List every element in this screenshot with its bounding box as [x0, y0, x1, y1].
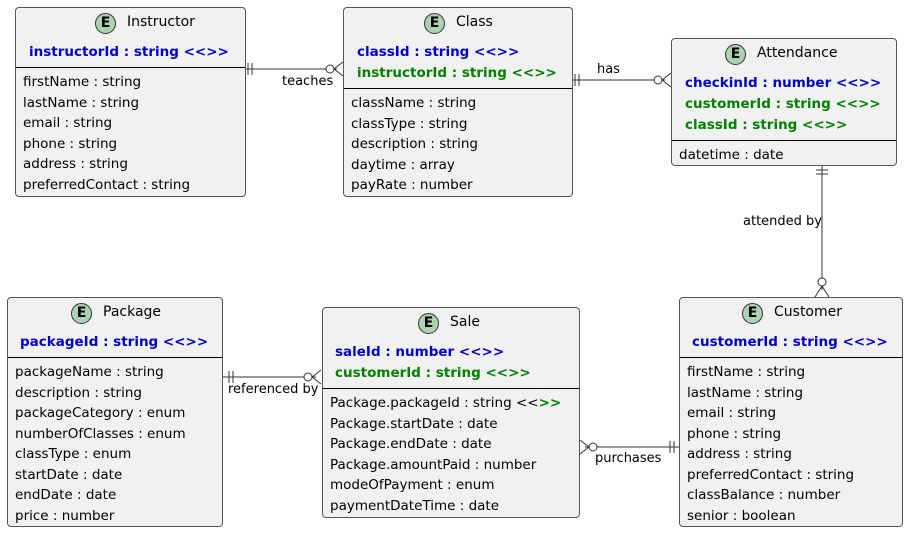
- attribute-list: Package.packageId : string <<>> Package.…: [323, 389, 579, 520]
- attribute: Package.amountPaid : number: [330, 456, 537, 473]
- entity-sale[interactable]: E Sale saleId : number <<>> customerId :…: [322, 307, 580, 518]
- attribute: lastName : string: [23, 94, 140, 111]
- entity-header: E Package: [8, 298, 222, 328]
- primary-key: customerId : string <<>>: [692, 334, 888, 350]
- attribute: packageName : string: [15, 364, 164, 380]
- attribute: lastName : string: [687, 384, 804, 401]
- entity-badge-icon: E: [418, 313, 439, 334]
- foreign-key: classId : string <<>>: [685, 117, 848, 133]
- entity-instructor[interactable]: E Instructor instructorId : string <<>> …: [15, 7, 246, 197]
- entity-header: E Instructor: [16, 8, 245, 38]
- referenced-by-label: referenced by: [228, 382, 319, 397]
- teaches-label: teaches: [282, 74, 334, 89]
- foreign-key: customerId : string <<>>: [685, 96, 881, 112]
- attribute-text: Package.packageId : string <<: [330, 395, 539, 411]
- relation-purchases-connector: [579, 439, 679, 455]
- primary-key: classId : string <<>>: [357, 44, 520, 60]
- relation-teaches-connector: [246, 61, 344, 77]
- key-section: customerId : string <<>>: [680, 328, 902, 358]
- attribute: preferredContact : string: [23, 176, 191, 193]
- stereotype-close: >>: [538, 395, 562, 411]
- entity-attendance[interactable]: E Attendance checkinId : number <<>> cus…: [671, 38, 897, 166]
- entity-name: Package: [103, 304, 162, 320]
- entity-class[interactable]: E Class classId : string <<>> instructor…: [343, 7, 573, 197]
- entity-name: Instructor: [127, 14, 195, 30]
- attribute: email : string: [687, 405, 777, 421]
- purchases-label: purchases: [595, 451, 662, 466]
- primary-key: instructorId : string <<>>: [29, 44, 229, 60]
- attribute: Package.packageId : string <<>>: [330, 393, 579, 414]
- relation-attended-by-connector: [814, 166, 830, 298]
- entity-header: E Class: [344, 8, 572, 38]
- key-section: classId : string <<>> instructorId : str…: [344, 38, 572, 89]
- entity-package[interactable]: E Package packageId : string <<>> packag…: [7, 297, 223, 527]
- attribute: classBalance : number: [687, 487, 841, 503]
- attribute: preferredContact : string: [687, 466, 855, 483]
- primary-key: packageId : string <<>>: [20, 334, 209, 350]
- attribute: phone : string: [23, 135, 118, 152]
- attribute: address : string: [687, 446, 792, 462]
- attribute-list: firstName : string lastName : string ema…: [680, 358, 902, 530]
- attribute-list: packageName : string description : strin…: [8, 358, 222, 530]
- entity-badge-icon: E: [742, 303, 763, 324]
- attribute: price : number: [15, 507, 115, 524]
- attribute: Package.startDate : date: [330, 415, 498, 432]
- has-label: has: [597, 62, 620, 77]
- primary-key: checkinId : number <<>>: [685, 75, 882, 91]
- attribute: daytime : array: [351, 156, 455, 173]
- foreign-key: instructorId : string <<>>: [357, 65, 557, 81]
- entity-badge-icon: E: [424, 13, 445, 34]
- entity-name: Attendance: [757, 45, 838, 61]
- key-section: packageId : string <<>>: [8, 328, 222, 358]
- attribute: phone : string: [687, 425, 782, 442]
- entity-customer[interactable]: E Customer customerId : string <<>> firs…: [679, 297, 903, 527]
- entity-badge-icon: E: [95, 13, 116, 34]
- key-section: instructorId : string <<>>: [16, 38, 245, 68]
- entity-name: Class: [456, 14, 493, 30]
- attribute: numberOfClasses : enum: [15, 425, 186, 442]
- entity-header: E Attendance: [672, 39, 896, 69]
- attribute: description : string: [15, 384, 142, 401]
- attribute: classType : enum: [15, 446, 132, 462]
- attribute: startDate : date: [15, 466, 123, 483]
- attribute: payRate : number: [351, 177, 473, 193]
- attribute-list: datetime : date: [672, 141, 896, 170]
- entity-name: Customer: [774, 304, 843, 320]
- attribute: paymentDateTime : date: [330, 497, 500, 514]
- key-section: saleId : number <<>> customerId : string…: [323, 338, 579, 389]
- entity-header: E Sale: [323, 308, 579, 338]
- key-section: checkinId : number <<>> customerId : str…: [672, 69, 896, 141]
- attribute: modeOfPayment : enum: [330, 477, 495, 493]
- primary-key: saleId : number <<>>: [335, 344, 505, 360]
- attribute-list: className : string classType : string de…: [344, 89, 572, 200]
- attribute: endDate : date: [15, 487, 117, 503]
- entity-badge-icon: E: [71, 303, 92, 324]
- foreign-key: customerId : string <<>>: [335, 365, 531, 381]
- entity-header: E Customer: [680, 298, 902, 328]
- attribute: Package.endDate : date: [330, 436, 492, 452]
- attribute: email : string: [23, 115, 113, 131]
- relation-referenced-by-connector: [223, 369, 322, 385]
- attribute: firstName : string: [23, 74, 142, 90]
- attribute: packageCategory : enum: [15, 405, 186, 421]
- entity-badge-icon: E: [725, 44, 746, 65]
- attribute: classType : string: [351, 115, 468, 132]
- attribute: className : string: [351, 95, 477, 111]
- attribute: firstName : string: [687, 364, 806, 380]
- attribute: address : string: [23, 156, 128, 172]
- attribute: senior : boolean: [687, 507, 796, 524]
- attended-by-label: attended by: [743, 214, 822, 229]
- attribute: description : string: [351, 136, 478, 152]
- relation-has-connector: [572, 72, 672, 88]
- entity-name: Sale: [450, 314, 480, 330]
- attribute: datetime : date: [679, 147, 784, 163]
- attribute-list: firstName : string lastName : string ema…: [16, 68, 245, 199]
